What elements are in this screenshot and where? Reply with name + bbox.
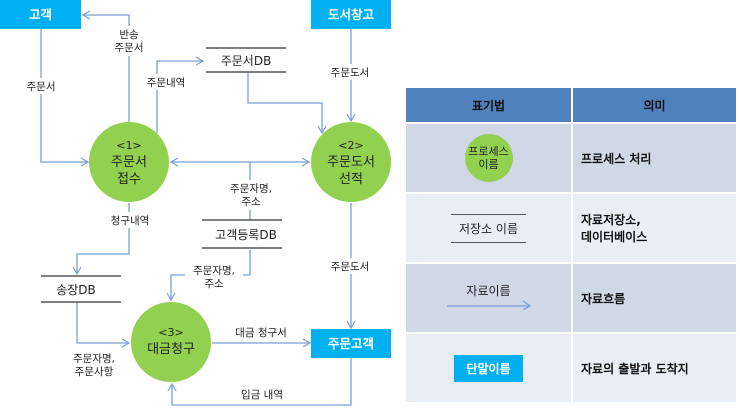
- flow-label-billing: 청구내역: [111, 215, 150, 227]
- flow-label-order-form: 주문서: [27, 81, 56, 93]
- flow-orderdb-to-process2: [247, 72, 327, 135]
- process-3: <3> 대금청구: [131, 302, 211, 382]
- legend-process-line1: 프로세스: [468, 145, 509, 158]
- legend-row-terminal: 단말이름 자료의 출발과 도착지: [404, 332, 738, 404]
- entity-customer: 고객: [0, 0, 81, 29]
- process-1-label-line2: 접수: [117, 172, 141, 187]
- flow-label-name-addr-2b: 주소: [204, 278, 224, 290]
- process-2-label-line2: 선적: [339, 172, 363, 187]
- legend-terminal-symbol: 단말이름: [454, 354, 523, 382]
- legend-flow-meaning: 자료흐름: [571, 262, 738, 334]
- flow-invoicedb-to-process3: [76, 302, 131, 348]
- flow-billing-details: [72, 203, 130, 276]
- store-invoice-db-label: 송장DB: [56, 283, 96, 297]
- flow-label-name-addr-1b: 주소: [241, 196, 261, 208]
- legend-terminal-meaning: 자료의 출발과 도착지: [571, 332, 738, 404]
- legend-row-store: 저장소 이름 자료저장소, 데이터베이스: [404, 192, 738, 264]
- flow-order-form: [40, 29, 90, 167]
- flow-return-order: [81, 10, 130, 122]
- legend-header-notation: 표기법: [404, 86, 573, 124]
- flow-label-order-details: 주문내역: [147, 77, 186, 89]
- flow-label-name-items-a: 주문자명,: [73, 353, 115, 365]
- process-1-number: <1>: [116, 139, 141, 152]
- flow-label-payment: 입금 내역: [241, 388, 283, 401]
- legend-header-row: 표기법 의미: [404, 86, 738, 124]
- process-2-label-line1: 주문도서: [327, 155, 375, 170]
- legend-header-meaning: 의미: [571, 86, 738, 124]
- process-3-label: 대금청구: [147, 342, 195, 357]
- legend-store-meaning-line1: 자료저장소,: [581, 213, 641, 227]
- flow-label-ordered-books-top: 주문도서: [331, 67, 370, 79]
- entity-order-customer: 주문고객: [311, 329, 391, 358]
- store-customer-db-label: 고객등록DB: [215, 228, 277, 242]
- entity-warehouse-label: 도서창고: [328, 7, 375, 22]
- arrow-right-icon: [446, 300, 531, 311]
- store-order-db: 주문서DB: [206, 47, 286, 73]
- flow-label-name-addr-1a: 주문자명,: [230, 183, 272, 195]
- process-1: <1> 주문서 접수: [89, 122, 169, 202]
- process-2-number: <2>: [338, 139, 363, 152]
- flow-label-name-items-b: 주문사항: [75, 366, 114, 378]
- process-3-number: <3>: [158, 326, 183, 339]
- legend-flow-symbol: 자료이름: [445, 282, 533, 313]
- legend-store-symbol: 저장소 이름: [450, 213, 526, 243]
- legend-process-meaning: 프로세스 처리: [571, 122, 738, 194]
- store-customer-db: 고객등록DB: [202, 219, 282, 249]
- legend-process-line2: 이름: [478, 158, 499, 171]
- process-2: <2> 주문도서 선적: [311, 122, 391, 202]
- flow-label-name-addr-2a: 주문자명,: [193, 265, 235, 277]
- flow-payment: [167, 358, 352, 406]
- flow-label-invoice: 대금 청구서: [235, 327, 287, 339]
- process-1-label-line1: 주문서: [111, 155, 147, 170]
- store-invoice-db: 송장DB: [41, 275, 121, 303]
- entity-customer-label: 고객: [29, 7, 52, 22]
- legend-flow-label: 자료이름: [466, 284, 511, 298]
- entity-order-customer-label: 주문고객: [328, 336, 374, 351]
- flow-label-ordered-books-mid: 주문도서: [331, 261, 370, 273]
- data-flow-diagram: 고객 도서창고 주문고객 주문서DB 고객등록DB 송장DB <1> 주문서 접…: [0, 0, 391, 406]
- flow-order-details: [156, 56, 205, 133]
- legend-row-flow: 자료이름 자료흐름: [404, 262, 738, 334]
- flow-label-return-1: 반송: [119, 29, 139, 41]
- flow-label-return-2: 주문서: [115, 42, 144, 54]
- legend-store-meaning-line2: 데이터베이스: [581, 230, 648, 244]
- entity-warehouse: 도서창고: [311, 0, 391, 29]
- store-order-db-label: 주문서DB: [221, 54, 272, 68]
